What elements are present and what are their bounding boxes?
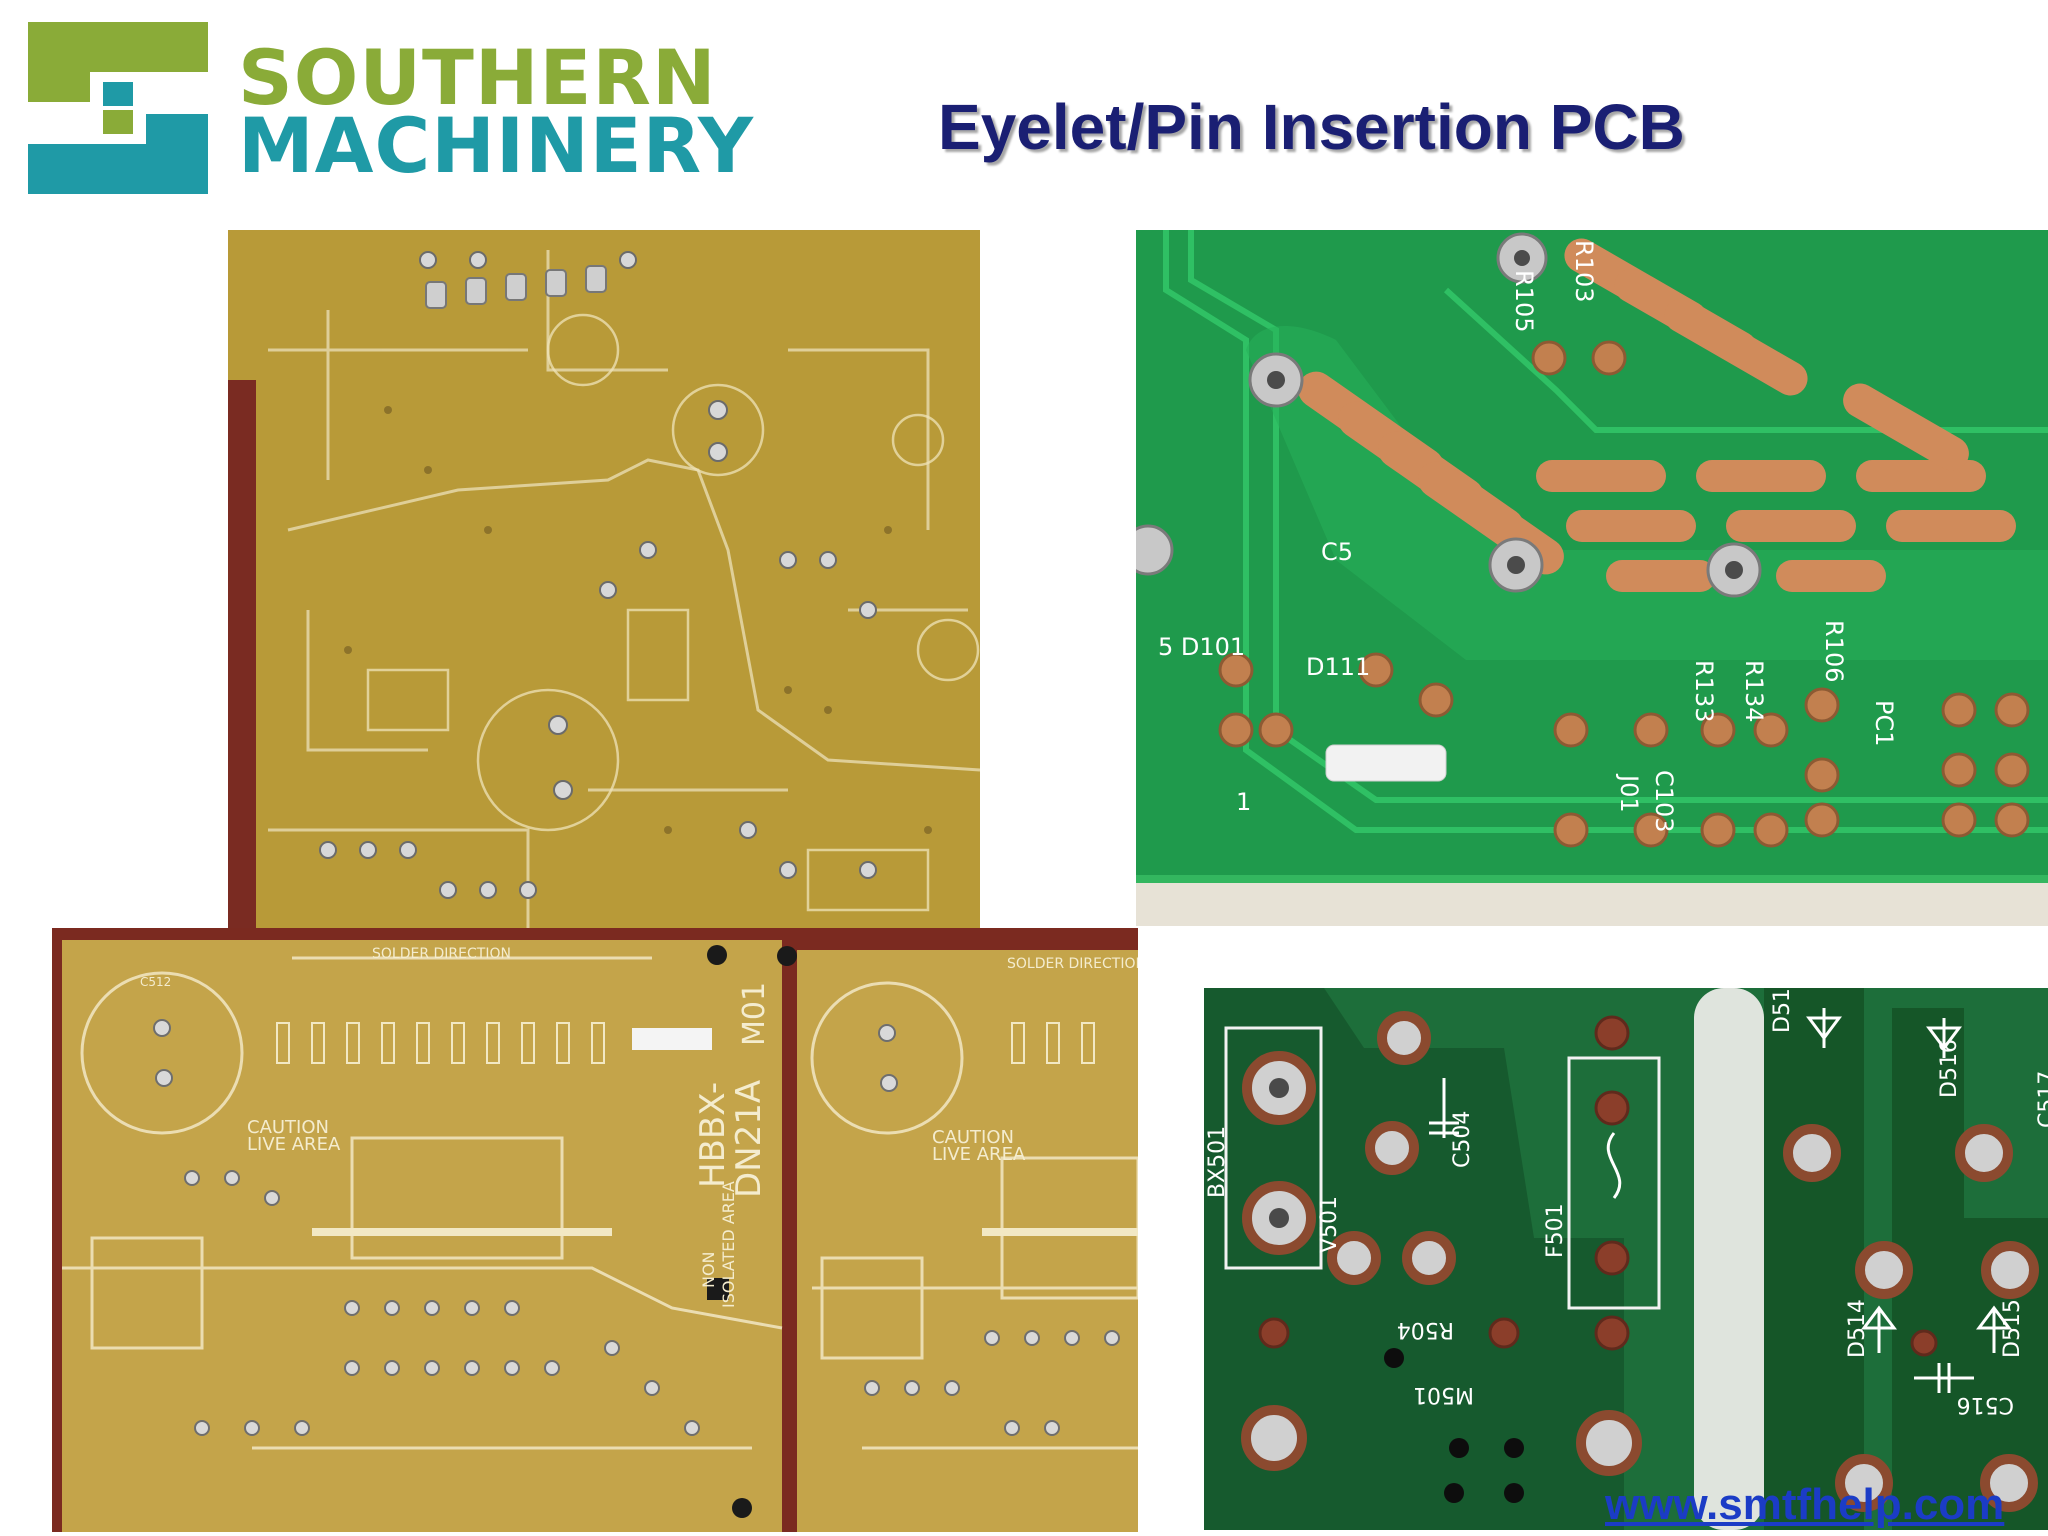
slide-title: Eyelet/Pin Insertion PCB: [938, 91, 1685, 163]
svg-text:ISOLATED AREA: ISOLATED AREA: [719, 1181, 738, 1308]
svg-text:PC1: PC1: [1870, 700, 1898, 747]
svg-text:CAUTION: CAUTION: [247, 1117, 329, 1138]
svg-text:D514: D514: [1845, 1299, 1870, 1358]
svg-text:C512: C512: [140, 975, 171, 989]
svg-text:R133: R133: [1690, 660, 1718, 722]
svg-text:F501: F501: [1543, 1203, 1568, 1258]
svg-text:SOLDER DIRECTION: SOLDER DIRECTION: [1007, 956, 1138, 972]
southern-machinery-logo: [28, 22, 208, 194]
svg-text:C103: C103: [1650, 770, 1678, 833]
photo-yellow-pcb-panels: SOLDER DIRECTION SOLDER DIRECTION CAUTIO…: [52, 928, 1138, 1532]
photo-green-pcb-closeup: R105 R103 C5 5 D101 D111 R133 R134 R106 …: [1136, 230, 2048, 926]
photo-yellow-pcb: [228, 230, 980, 930]
svg-text:R134: R134: [1740, 660, 1768, 722]
footer-website-link[interactable]: www.smtfhelp.com: [1605, 1480, 2005, 1529]
svg-text:C504: C504: [1450, 1111, 1475, 1168]
svg-text:D515: D515: [2000, 1299, 2025, 1358]
svg-text:C517: C517: [2035, 1071, 2048, 1128]
svg-text:BX501: BX501: [1205, 1126, 1230, 1198]
svg-text:R105: R105: [1510, 270, 1538, 332]
svg-text:SOLDER DIRECTION: SOLDER DIRECTION: [372, 946, 511, 962]
svg-text:1: 1: [1236, 788, 1251, 816]
svg-text:HBBX-: HBBX-: [693, 1082, 733, 1188]
svg-text:J01: J01: [1615, 773, 1643, 813]
brand-name-line1: SOUTHERN: [238, 33, 717, 122]
svg-text:LIVE AREA: LIVE AREA: [932, 1144, 1026, 1165]
svg-text:M501: M501: [1413, 1382, 1474, 1407]
svg-text:C5: C5: [1321, 538, 1353, 566]
svg-text:D111: D111: [1306, 653, 1370, 681]
photo-green-pcb-components: BX501 C504 V501 F501 R504 M501 D513 D516…: [1204, 988, 2048, 1530]
svg-text:R103: R103: [1570, 240, 1598, 302]
svg-text:D516: D516: [1937, 1039, 1962, 1098]
svg-text:NON: NON: [699, 1251, 718, 1288]
brand-name-line2: MACHINERY: [238, 101, 755, 190]
svg-text:R504: R504: [1397, 1317, 1454, 1342]
svg-text:CAUTION: CAUTION: [932, 1127, 1014, 1148]
svg-text:D513: D513: [1770, 988, 1795, 1033]
svg-text:5 D101: 5 D101: [1158, 633, 1245, 661]
svg-text:M01: M01: [737, 982, 772, 1046]
svg-text:LIVE AREA: LIVE AREA: [247, 1134, 341, 1155]
svg-text:R106: R106: [1820, 620, 1848, 682]
svg-text:DN21A: DN21A: [729, 1080, 769, 1198]
svg-text:V501: V501: [1317, 1196, 1342, 1253]
svg-text:C516: C516: [1957, 1392, 2014, 1417]
